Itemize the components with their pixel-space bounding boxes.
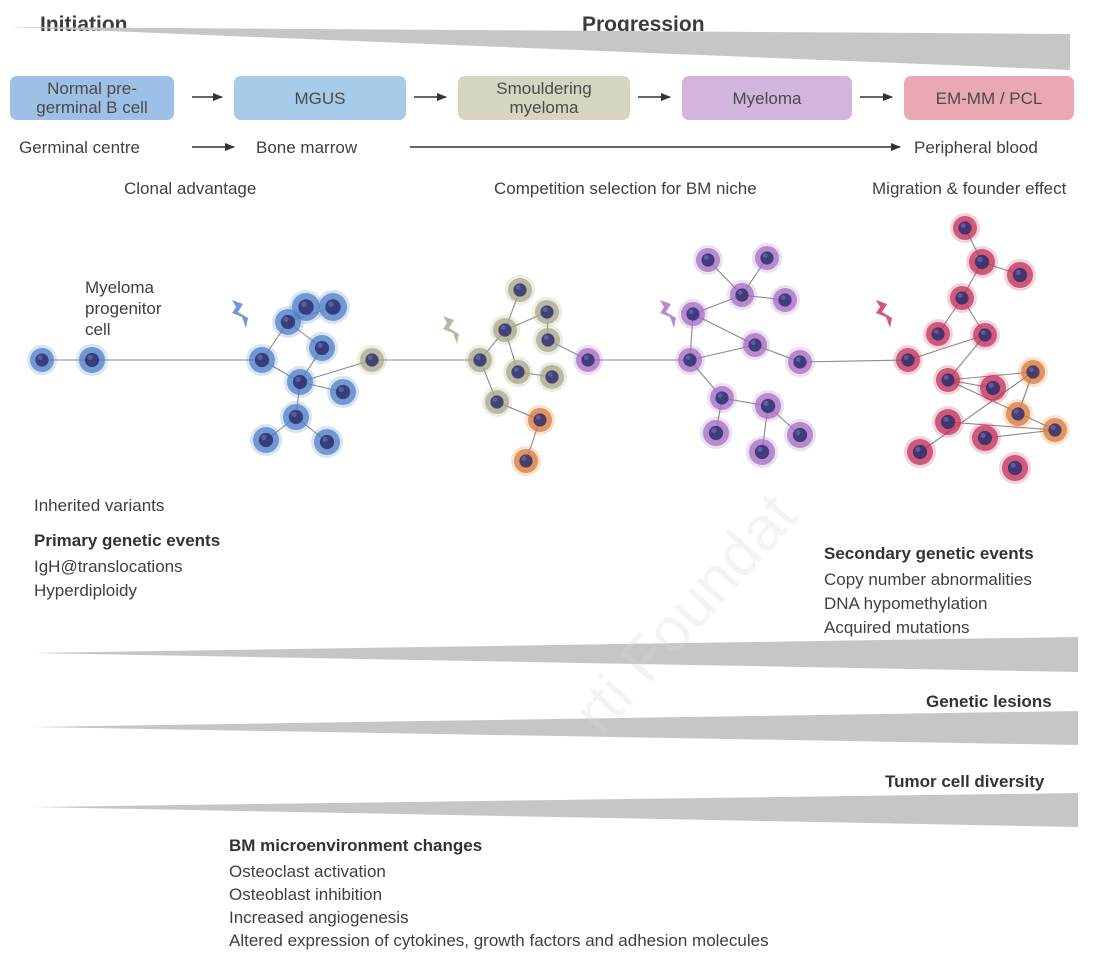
cell-network xyxy=(27,213,1070,484)
inherited-variants: Inherited variants xyxy=(34,496,165,515)
cell xyxy=(785,347,815,377)
cell xyxy=(923,319,953,349)
cell xyxy=(675,345,705,375)
cell-link xyxy=(919,371,1034,453)
cell xyxy=(505,275,535,305)
wedge-genetic-events xyxy=(33,637,1078,672)
cell xyxy=(27,345,57,375)
process-competition: Competition selection for BM niche xyxy=(494,179,757,198)
mutation-bolt-icon xyxy=(232,300,248,328)
cell xyxy=(465,345,495,375)
secondary-event-item: DNA hypomethylation xyxy=(824,594,988,613)
location-bone-marrow: Bone marrow xyxy=(256,138,358,157)
cell xyxy=(482,387,512,417)
cell xyxy=(311,426,343,458)
process-clonal-advantage: Clonal advantage xyxy=(124,179,257,198)
primary-event-item: Hyperdiploidy xyxy=(34,581,137,600)
cell xyxy=(327,376,359,408)
cell xyxy=(1003,399,1033,429)
cell xyxy=(904,436,936,468)
bm-change-item: Osteoblast inhibition xyxy=(229,885,383,904)
cell xyxy=(770,285,800,315)
cell xyxy=(966,246,998,278)
cell xyxy=(999,452,1031,484)
cell xyxy=(707,383,737,413)
tumor-diversity-label: Tumor cell diversity xyxy=(885,772,1045,791)
cell xyxy=(977,372,1009,404)
cell xyxy=(1018,357,1048,387)
stage-box-em-mm-pcl: EM-MM / PCL xyxy=(904,76,1074,120)
cell xyxy=(746,436,778,468)
cell xyxy=(537,362,567,392)
stage-box-mgus: MGUS xyxy=(234,76,406,120)
cell xyxy=(284,366,316,398)
primary-events-title: Primary genetic events xyxy=(34,531,221,550)
cell xyxy=(784,419,816,451)
cell xyxy=(678,299,708,329)
bm-changes-title: BM microenvironment changes xyxy=(229,836,483,855)
cell xyxy=(1040,415,1070,445)
cell xyxy=(316,290,350,324)
cell xyxy=(573,345,603,375)
cell-link xyxy=(799,359,909,363)
progression-wedge xyxy=(10,27,1070,70)
cell xyxy=(969,422,1001,454)
secondary-event-item: Copy number abnormalities xyxy=(824,570,1032,589)
cell xyxy=(932,406,964,438)
cell xyxy=(752,243,782,273)
bm-change-item: Osteoclast activation xyxy=(229,862,386,881)
cell xyxy=(727,280,757,310)
cell-link xyxy=(907,334,986,361)
process-migration: Migration & founder effect xyxy=(872,179,1067,198)
cell xyxy=(700,417,732,449)
cell xyxy=(357,345,387,375)
cell xyxy=(893,345,923,375)
cell xyxy=(306,332,338,364)
mutation-bolt-icon xyxy=(660,300,676,328)
cell xyxy=(950,213,980,243)
mutation-bolt-icon xyxy=(876,300,892,328)
bm-change-item: Increased angiogenesis xyxy=(229,908,409,927)
cell xyxy=(511,446,541,476)
stage-box-myeloma: Myeloma xyxy=(682,76,852,120)
cell xyxy=(272,306,304,338)
cell xyxy=(490,315,520,345)
secondary-event-item: Acquired mutations xyxy=(824,618,970,637)
cell xyxy=(947,283,977,313)
location-peripheral-blood: Peripheral blood xyxy=(914,138,1038,157)
cell xyxy=(740,330,770,360)
cell xyxy=(250,424,282,456)
location-germinal-centre: Germinal centre xyxy=(19,138,140,157)
primary-event-item: IgH@translocations xyxy=(34,557,183,576)
cell-link xyxy=(947,379,1056,431)
progression-heading: Progression xyxy=(582,13,705,36)
wedge-genetic-lesions xyxy=(33,711,1078,745)
secondary-events-title: Secondary genetic events xyxy=(824,544,1034,563)
progenitor-label: Myeloma progenitor cell xyxy=(85,278,162,339)
cell xyxy=(525,405,555,435)
cell xyxy=(76,344,108,376)
cell xyxy=(246,344,278,376)
bm-change-item: Altered expression of cytokines, growth … xyxy=(229,931,769,950)
cell xyxy=(533,325,563,355)
cell xyxy=(1004,259,1036,291)
wedge-tumor-diversity xyxy=(33,793,1078,827)
cell xyxy=(970,320,1000,350)
cell xyxy=(752,390,784,422)
cell xyxy=(503,357,533,387)
cell xyxy=(933,365,963,395)
mutation-bolt-icon xyxy=(443,316,459,344)
stage-box-normal-b-cell: Normal pre- germinal B cell xyxy=(10,76,174,120)
cell xyxy=(280,401,312,433)
stage-box-smouldering: Smouldering myeloma xyxy=(458,76,630,120)
cell-link xyxy=(947,421,1056,431)
cell xyxy=(532,297,562,327)
cell xyxy=(693,245,723,275)
genetic-lesions-label: Genetic lesions xyxy=(926,692,1052,711)
